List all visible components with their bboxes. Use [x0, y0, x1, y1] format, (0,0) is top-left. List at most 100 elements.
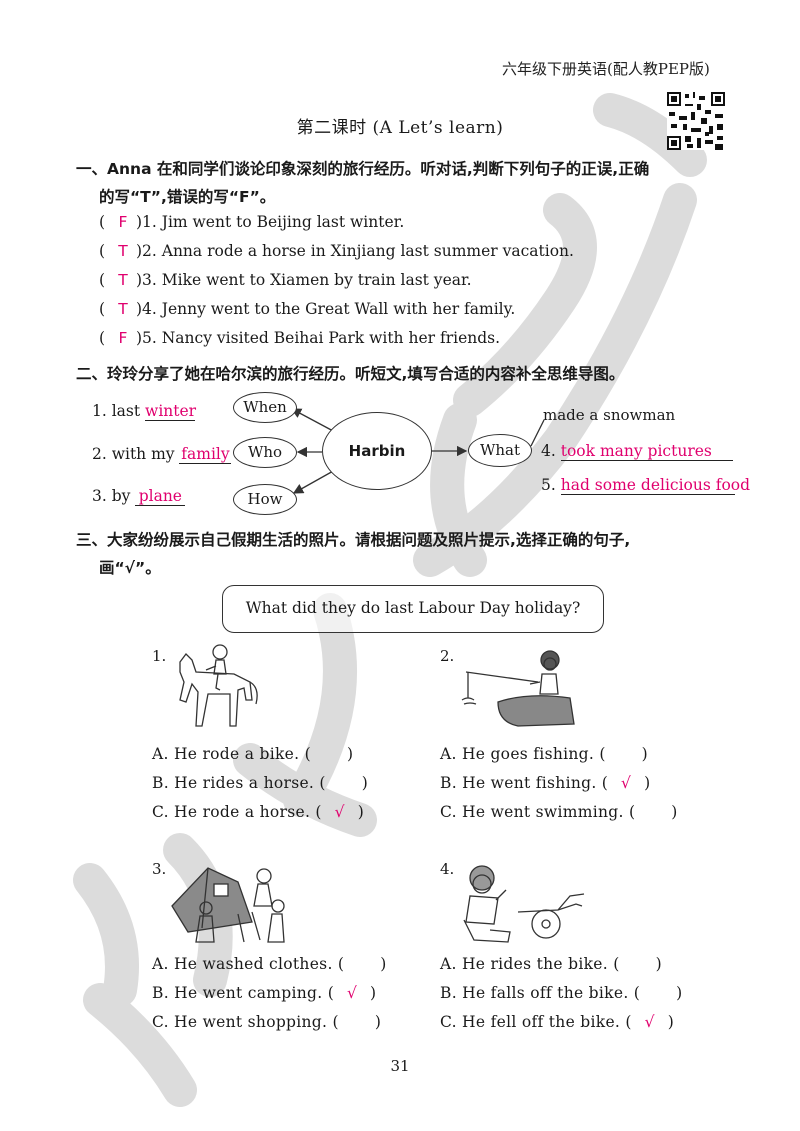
lesson-title: 第二课时 (A Let’s learn): [296, 118, 504, 138]
section1-item: ( T )3. Mike went to Xiamen by train last…: [99, 271, 472, 289]
tf-answer: F: [118, 329, 128, 347]
question-box: What did they do last Labour Day holiday…: [222, 585, 604, 633]
option-text: B. He rides a horse. (: [152, 774, 326, 792]
open-paren: (: [99, 300, 110, 318]
tf-answer: T: [118, 271, 128, 289]
tf-answer: F: [118, 213, 128, 231]
mind-map-right-4: 4. took many pictures: [541, 442, 733, 461]
left-1-answer: winter: [145, 402, 197, 421]
close-paren: ): [370, 984, 377, 1002]
choice-option[interactable]: B. He falls off the bike. (): [440, 984, 682, 1002]
how-bubble: How: [233, 484, 297, 515]
choice-option[interactable]: A. He washed clothes. (): [152, 955, 387, 973]
statement-text: )5. Nancy visited Beihai Park with her f…: [135, 329, 501, 347]
book-title: 六年级下册英语(配人教PEP版): [502, 60, 710, 78]
open-paren: (: [99, 213, 110, 231]
center-harbin: Harbin: [322, 412, 432, 490]
section1-item: ( T )2. Anna rode a horse in Xinjiang las…: [99, 242, 574, 260]
mind-map-left-2: 2. with my family: [92, 445, 232, 464]
left-2-prefix: 2. with my: [92, 445, 175, 463]
choice-option[interactable]: A. He rode a bike. (): [152, 745, 353, 763]
what-bubble: What: [468, 434, 532, 467]
section1-heading-cont: 的写“T”,错误的写“F”。: [99, 188, 276, 206]
open-paren: (: [99, 242, 110, 260]
camping-picture: [171, 867, 285, 943]
picture-number: 1.: [152, 647, 167, 665]
option-text: C. He went shopping. (: [152, 1013, 339, 1031]
close-paren: ): [357, 803, 365, 821]
fall-off-bike-picture: [463, 865, 585, 943]
close-paren: ): [667, 1013, 675, 1031]
section1-item: ( F )5. Nancy visited Beihai Park with he…: [99, 329, 500, 347]
fishing-boy-picture: [461, 650, 575, 727]
close-paren: ): [655, 955, 662, 973]
close-paren: ): [374, 1013, 382, 1031]
open-paren: (: [99, 271, 110, 289]
horse-rider-picture: [179, 644, 258, 727]
option-text: C. He fell off the bike. (: [440, 1013, 632, 1031]
check-mark-icon: √: [334, 803, 345, 821]
right-5-answer: had some delicious food: [560, 476, 751, 495]
check-mark-icon: √: [644, 1013, 655, 1031]
section3-heading-cont: 画“√”。: [99, 559, 161, 577]
choice-option[interactable]: C. He went swimming. (): [440, 803, 678, 821]
open-paren: (: [99, 329, 110, 347]
option-text: A. He washed clothes. (: [152, 955, 345, 973]
left-3-prefix: 3. by: [92, 487, 131, 505]
choice-option[interactable]: B. He rides a horse. (): [152, 774, 368, 792]
section3-heading: 三、大家纷纷展示自己假期生活的照片。请根据问题及照片提示,选择正确的句子,: [76, 531, 631, 549]
option-text: B. He falls off the bike. (: [440, 984, 641, 1002]
left-1-prefix: 1. last: [92, 402, 141, 420]
section1-heading: 一、Anna 在和同学们谈论印象深刻的旅行经历。听对话,判断下列句子的正误,正确: [76, 160, 650, 178]
right-4-prefix: 4.: [541, 442, 556, 460]
mind-map-left-3: 3. by plane: [92, 487, 186, 506]
statement-text: )2. Anna rode a horse in Xinjiang last s…: [135, 242, 574, 260]
choice-option[interactable]: C. He fell off the bike. ( √): [440, 1013, 674, 1031]
section2-heading: 二、玲玲分享了她在哈尔滨的旅行经历。听短文,填写合适的内容补全思维导图。: [76, 365, 625, 383]
option-text: A. He rode a bike. (: [152, 745, 311, 763]
who-bubble: Who: [233, 437, 297, 468]
option-text: B. He went camping. (: [152, 984, 335, 1002]
close-paren: ): [346, 745, 354, 763]
section1-item: ( T )4. Jenny went to the Great Wall with…: [99, 300, 515, 318]
qr-code-icon: [667, 92, 725, 150]
right-5-prefix: 5.: [541, 476, 556, 494]
choice-option[interactable]: B. He went fishing. ( √): [440, 774, 651, 792]
picture-number: 4.: [440, 860, 455, 878]
close-paren: ): [676, 984, 683, 1002]
mind-map-right-5: 5. had some delicious food: [541, 476, 751, 495]
option-text: C. He went swimming. (: [440, 803, 636, 821]
close-paren: ): [671, 803, 678, 821]
option-text: A. He goes fishing. (: [440, 745, 606, 763]
close-paren: ): [644, 774, 651, 792]
option-text: C. He rode a horse. (: [152, 803, 322, 821]
tf-answer: T: [118, 300, 128, 318]
choice-option[interactable]: C. He went shopping. (): [152, 1013, 381, 1031]
picture-number: 3.: [152, 860, 167, 878]
statement-text: )1. Jim went to Beijing last winter.: [135, 213, 405, 231]
tf-answer: T: [118, 242, 128, 260]
left-2-answer: family: [179, 445, 232, 464]
left-3-answer: plane: [135, 487, 186, 506]
choice-option[interactable]: A. He goes fishing. (): [440, 745, 648, 763]
statement-text: )4. Jenny went to the Great Wall with he…: [135, 300, 516, 318]
choice-option[interactable]: B. He went camping. ( √): [152, 984, 376, 1002]
picture-number: 2.: [440, 647, 455, 665]
choice-option[interactable]: C. He rode a horse. ( √): [152, 803, 364, 821]
close-paren: ): [380, 955, 387, 973]
check-mark-icon: √: [346, 984, 358, 1002]
close-paren: ): [361, 774, 369, 792]
close-paren: ): [641, 745, 649, 763]
mind-map-left-1: 1. last winter: [92, 402, 197, 421]
right-4-answer: took many pictures: [560, 442, 733, 461]
option-text: B. He went fishing. (: [440, 774, 609, 792]
choice-option[interactable]: A. He rides the bike. (): [440, 955, 662, 973]
check-mark-icon: √: [621, 774, 632, 792]
page-number: 31: [390, 1057, 410, 1075]
right-given: made a snowman: [543, 406, 676, 424]
statement-text: )3. Mike went to Xiamen by train last ye…: [135, 271, 472, 289]
section1-item: ( F )1. Jim went to Beijing last winter.: [99, 213, 404, 231]
when-bubble: When: [233, 392, 297, 423]
option-text: A. He rides the bike. (: [440, 955, 620, 973]
